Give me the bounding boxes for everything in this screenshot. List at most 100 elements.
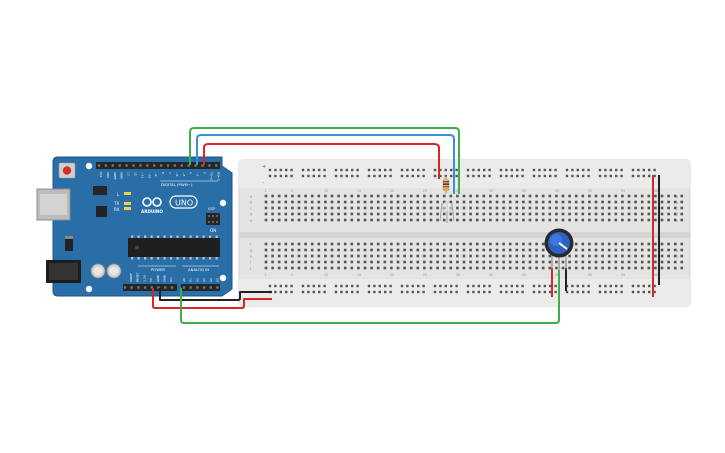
rail-hole[interactable] bbox=[477, 168, 480, 172]
rail-hole[interactable] bbox=[444, 168, 447, 172]
breadboard-hole[interactable] bbox=[330, 254, 334, 258]
breadboard-hole[interactable] bbox=[376, 194, 380, 198]
breadboard-hole[interactable] bbox=[317, 218, 321, 222]
rail-hole[interactable] bbox=[642, 290, 645, 294]
breadboard-hole[interactable] bbox=[673, 242, 677, 246]
rail-hole[interactable] bbox=[615, 284, 618, 288]
breadboard-hole[interactable] bbox=[390, 266, 393, 270]
breadboard-hole[interactable] bbox=[607, 260, 611, 264]
breadboard-hole[interactable] bbox=[627, 248, 631, 252]
rail-hole[interactable] bbox=[389, 284, 392, 288]
breadboard-hole[interactable] bbox=[594, 212, 598, 216]
breadboard-hole[interactable] bbox=[601, 260, 604, 264]
rail-hole[interactable] bbox=[439, 168, 442, 172]
rail-hole[interactable] bbox=[285, 290, 288, 294]
breadboard-hole[interactable] bbox=[469, 248, 472, 252]
breadboard-hole[interactable] bbox=[522, 206, 525, 210]
breadboard-hole[interactable] bbox=[324, 218, 327, 222]
breadboard-hole[interactable] bbox=[396, 212, 400, 216]
breadboard-hole[interactable] bbox=[667, 254, 670, 258]
rail-hole[interactable] bbox=[312, 284, 315, 288]
breadboard-hole[interactable] bbox=[423, 206, 426, 210]
breadboard-hole[interactable] bbox=[588, 260, 591, 264]
breadboard-hole[interactable] bbox=[475, 194, 479, 198]
breadboard-hole[interactable] bbox=[403, 266, 406, 270]
rail-hole[interactable] bbox=[340, 168, 343, 172]
wire-green-a0-to-potentiometer[interactable] bbox=[180, 270, 560, 324]
breadboard-hole[interactable] bbox=[614, 206, 618, 210]
breadboard-hole[interactable] bbox=[297, 206, 301, 210]
rail-hole[interactable] bbox=[466, 284, 470, 288]
rail-hole[interactable] bbox=[538, 174, 541, 178]
breadboard-hole[interactable] bbox=[370, 206, 373, 210]
breadboard-hole[interactable] bbox=[350, 206, 354, 210]
breadboard-hole[interactable] bbox=[376, 200, 380, 204]
rail-hole[interactable] bbox=[301, 284, 305, 288]
rail-hole[interactable] bbox=[406, 168, 409, 172]
breadboard-hole[interactable] bbox=[627, 260, 631, 264]
breadboard-hole[interactable] bbox=[647, 248, 651, 252]
breadboard-hole[interactable] bbox=[535, 242, 538, 246]
rail-hole[interactable] bbox=[356, 284, 359, 288]
breadboard-hole[interactable] bbox=[277, 200, 281, 204]
rail-hole[interactable] bbox=[499, 168, 503, 172]
header-pin[interactable] bbox=[157, 286, 160, 289]
breadboard-hole[interactable] bbox=[350, 194, 354, 198]
breadboard-hole[interactable] bbox=[508, 212, 512, 216]
breadboard-hole[interactable] bbox=[370, 212, 373, 216]
breadboard-hole[interactable] bbox=[654, 254, 657, 258]
breadboard-hole[interactable] bbox=[337, 254, 340, 258]
rail-hole[interactable] bbox=[290, 174, 293, 178]
breadboard-hole[interactable] bbox=[317, 242, 321, 246]
breadboard-hole[interactable] bbox=[607, 242, 611, 246]
rail-hole[interactable] bbox=[648, 290, 651, 294]
potentiometer[interactable] bbox=[544, 228, 574, 271]
breadboard-hole[interactable] bbox=[291, 242, 294, 246]
breadboard-hole[interactable] bbox=[271, 242, 274, 246]
breadboard-hole[interactable] bbox=[548, 194, 552, 198]
breadboard-hole[interactable] bbox=[601, 266, 604, 270]
breadboard-hole[interactable] bbox=[456, 248, 459, 252]
rail-hole[interactable] bbox=[549, 284, 552, 288]
breadboard-hole[interactable] bbox=[548, 206, 552, 210]
rail-hole[interactable] bbox=[400, 284, 404, 288]
breadboard-hole[interactable] bbox=[561, 194, 565, 198]
breadboard-hole[interactable] bbox=[330, 218, 334, 222]
header-pin[interactable] bbox=[164, 286, 167, 289]
breadboard-hole[interactable] bbox=[522, 212, 525, 216]
breadboard-hole[interactable] bbox=[482, 242, 486, 246]
breadboard-hole[interactable] bbox=[343, 266, 347, 270]
rail-hole[interactable] bbox=[521, 168, 524, 172]
breadboard-hole[interactable] bbox=[390, 218, 393, 222]
breadboard-hole[interactable] bbox=[561, 206, 565, 210]
breadboard-hole[interactable] bbox=[528, 194, 532, 198]
wire-red-5v-to-rail[interactable] bbox=[152, 288, 272, 309]
breadboard-hole[interactable] bbox=[588, 218, 591, 222]
breadboard-hole[interactable] bbox=[574, 260, 578, 264]
breadboard-hole[interactable] bbox=[647, 200, 651, 204]
breadboard-hole[interactable] bbox=[357, 248, 360, 252]
breadboard-hole[interactable] bbox=[634, 194, 637, 198]
rail-hole[interactable] bbox=[307, 284, 310, 288]
breadboard-hole[interactable] bbox=[449, 266, 453, 270]
rail-hole[interactable] bbox=[609, 290, 612, 294]
breadboard-hole[interactable] bbox=[627, 266, 631, 270]
breadboard-hole[interactable] bbox=[343, 206, 347, 210]
breadboard-hole[interactable] bbox=[396, 200, 400, 204]
rail-hole[interactable] bbox=[472, 168, 475, 172]
breadboard-hole[interactable] bbox=[568, 206, 571, 210]
breadboard-hole[interactable] bbox=[330, 206, 334, 210]
rail-hole[interactable] bbox=[637, 284, 640, 288]
breadboard-hole[interactable] bbox=[660, 242, 664, 246]
rail-hole[interactable] bbox=[483, 290, 486, 294]
breadboard-hole[interactable] bbox=[588, 254, 591, 258]
rail-hole[interactable] bbox=[642, 168, 645, 172]
breadboard-hole[interactable] bbox=[614, 242, 618, 246]
breadboard-hole[interactable] bbox=[640, 212, 644, 216]
breadboard-hole[interactable] bbox=[654, 218, 657, 222]
rail-hole[interactable] bbox=[279, 168, 282, 172]
breadboard-hole[interactable] bbox=[522, 200, 525, 204]
breadboard-hole[interactable] bbox=[667, 212, 670, 216]
header-pin[interactable] bbox=[187, 164, 190, 167]
breadboard-hole[interactable] bbox=[522, 218, 525, 222]
